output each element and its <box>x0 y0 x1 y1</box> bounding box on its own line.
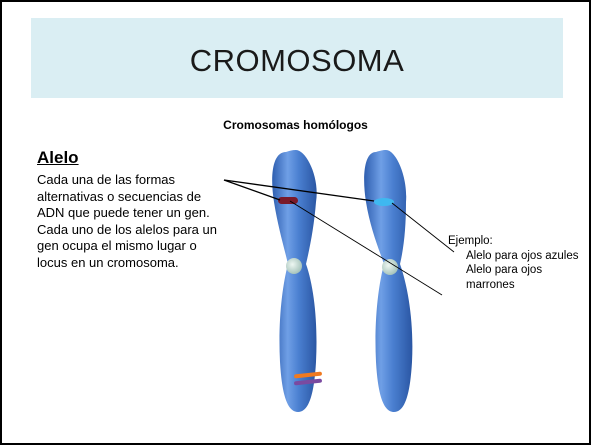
pointer-line-example-brown <box>290 201 442 295</box>
allele-description: Cada una de las formas alternativas o se… <box>37 172 227 271</box>
centromere-right <box>382 259 398 275</box>
allele-brown-band <box>278 197 298 204</box>
subtitle: Cromosomas homólogos <box>2 118 589 132</box>
allele-blue-band <box>374 198 394 206</box>
chromosome-left <box>272 150 322 412</box>
example-label: Ejemplo: <box>448 234 588 249</box>
title-area: CROMOSOMA <box>31 18 563 98</box>
chromosome-right <box>364 150 412 412</box>
page-title: CROMOSOMA <box>190 43 405 79</box>
example-item-brown: Alelo para ojos marrones <box>466 263 588 292</box>
centromere-left <box>286 258 302 274</box>
example-item-blue: Alelo para ojos azules <box>466 249 588 264</box>
allele-heading: Alelo <box>37 148 79 168</box>
example-block: Ejemplo: Alelo para ojos azules Alelo pa… <box>448 234 588 292</box>
pointer-line-to-brown <box>224 180 280 200</box>
